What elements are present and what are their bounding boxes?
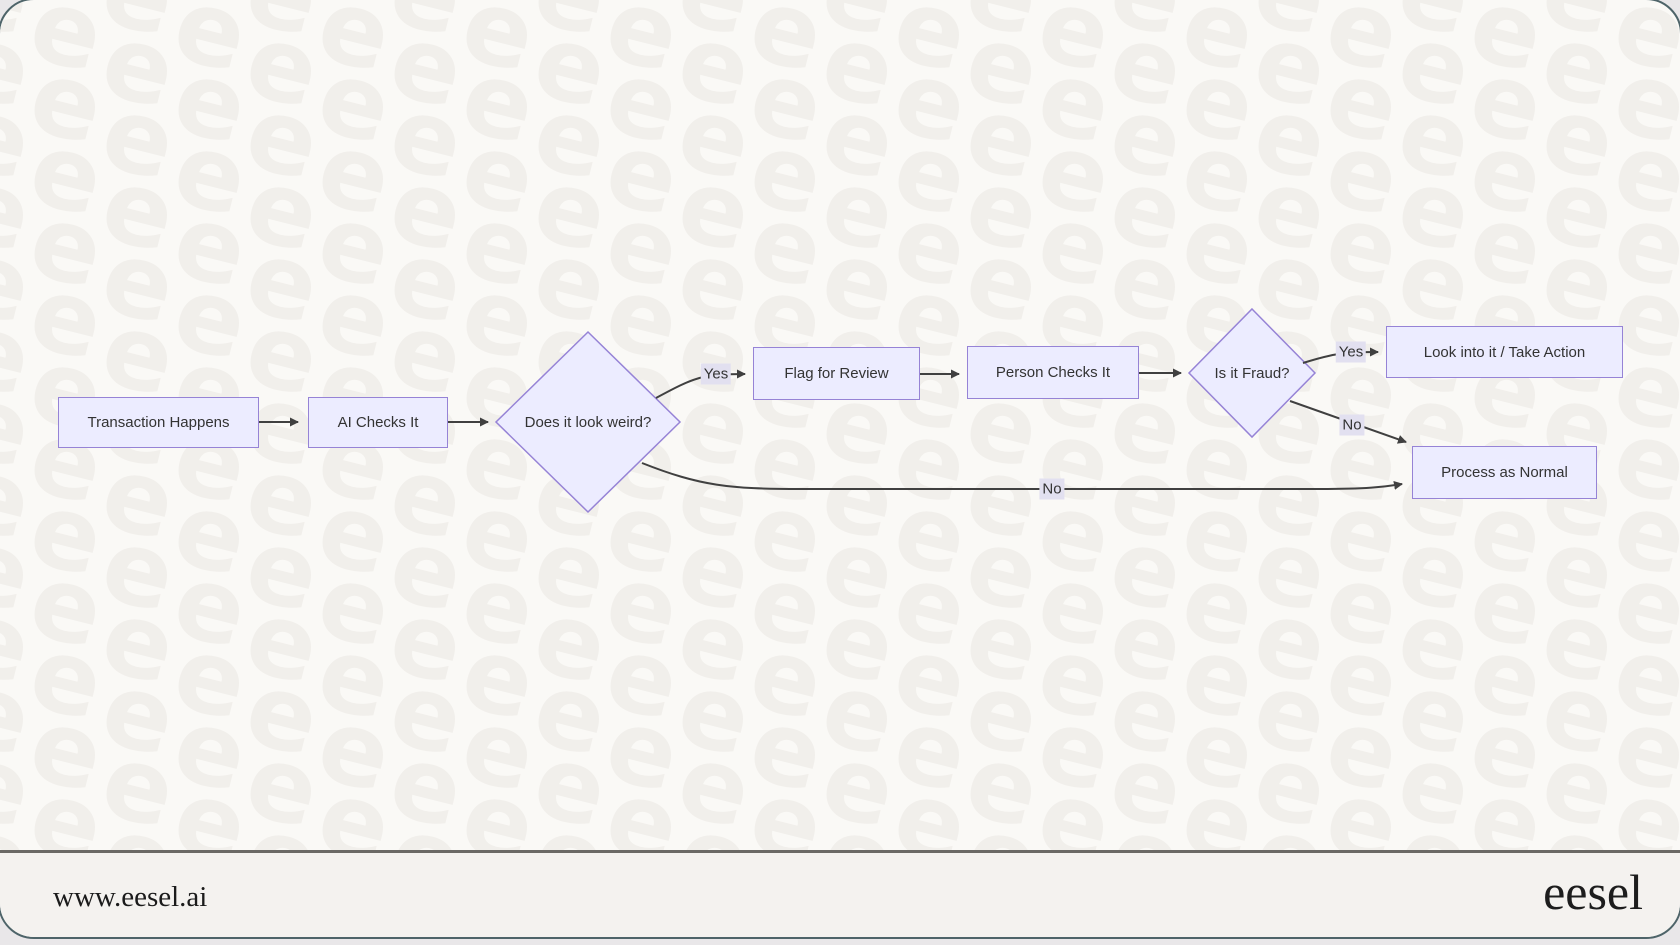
website-url: www.eesel.ai bbox=[53, 881, 208, 913]
node-transaction-happens: Transaction Happens bbox=[58, 397, 259, 448]
edge-looks-weird-no-to-normal bbox=[641, 462, 1403, 490]
node-look-into-it-take-action: Look into it / Take Action bbox=[1386, 326, 1623, 378]
node-ai-checks-it: AI Checks It bbox=[308, 397, 448, 448]
decision-diamond-looks-weird bbox=[494, 330, 682, 514]
node-label: Transaction Happens bbox=[87, 414, 230, 431]
edge-label-yes-2: Yes bbox=[1335, 341, 1367, 363]
footer: www.eesel.ai eesel bbox=[0, 853, 1680, 937]
decision-diamond-is-fraud bbox=[1187, 307, 1317, 439]
footer-divider bbox=[0, 850, 1680, 853]
edge-label-no-1: No bbox=[1339, 414, 1365, 436]
node-process-as-normal: Process as Normal bbox=[1412, 446, 1597, 499]
node-label: Flag for Review bbox=[784, 365, 889, 382]
node-person-checks-it: Person Checks It bbox=[967, 346, 1139, 399]
edge-looks-weird-yes-to-flag bbox=[655, 369, 746, 399]
edge-label-yes-1: Yes bbox=[700, 363, 732, 385]
node-label: Process as Normal bbox=[1441, 464, 1568, 481]
node-label: AI Checks It bbox=[337, 414, 419, 431]
node-flag-for-review: Flag for Review bbox=[753, 347, 920, 400]
edge-label-no-2: No bbox=[1039, 478, 1065, 500]
node-label: Look into it / Take Action bbox=[1423, 343, 1586, 361]
eesel-logo: eesel bbox=[1543, 864, 1643, 920]
node-label: Person Checks It bbox=[995, 364, 1111, 381]
